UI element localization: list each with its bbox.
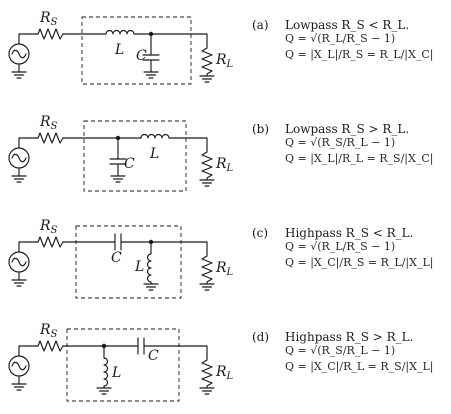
panel-tag: (d)	[252, 330, 270, 344]
resistor-rl	[199, 359, 215, 395]
voltage-source	[8, 355, 30, 377]
q-formula: Q = √(R_L/R_S − 1)	[285, 32, 396, 45]
resistor-rs	[37, 132, 64, 144]
label-c: C	[148, 348, 159, 364]
circuit-a-schematic	[8, 16, 215, 85]
circuit-d: RS L C RL	[0, 312, 250, 412]
source-ground	[11, 375, 27, 391]
source-ground	[11, 63, 27, 79]
label-c: C	[111, 250, 122, 266]
inductor-l	[143, 241, 159, 291]
resistor-rl	[199, 255, 215, 291]
label-rl: RL	[216, 156, 234, 174]
label-rs: RS	[40, 322, 58, 340]
capacitor-c	[114, 233, 122, 251]
top-wire	[18, 137, 208, 153]
capacitor-c	[137, 337, 145, 355]
inductor-l	[140, 133, 170, 139]
panel-tag: (b)	[252, 122, 270, 136]
resistor-rs	[37, 236, 64, 248]
label-l: L	[115, 42, 125, 58]
label-c: C	[124, 156, 135, 172]
q-formula: Q = √(R_S/R_L − 1)	[285, 344, 396, 357]
label-rs: RS	[40, 114, 58, 132]
q-formula: Q = √(R_S/R_L − 1)	[285, 136, 396, 149]
panel-tag: (a)	[252, 18, 269, 32]
panel-a: RS L C RL (a) Lowpass R_S < R_L. Q = √(R…	[0, 0, 451, 100]
voltage-source	[8, 251, 30, 273]
q-formula: Q = √(R_L/R_S − 1)	[285, 240, 396, 253]
q-relation: Q = |X_C|/R_L = R_S/|X_L|	[285, 360, 434, 373]
panel-c: RS C L RL (c) Highpass R_S < R_L. Q = √(…	[0, 208, 451, 308]
inductor-l	[105, 29, 135, 35]
panel-title: Highpass R_S < R_L.	[285, 226, 414, 240]
label-rl: RL	[216, 260, 234, 278]
circuit-d-schematic	[8, 328, 215, 402]
circuit-b-schematic	[8, 120, 215, 192]
panel-d: RS L C RL (d) Highpass R_S > R_L. Q = √(…	[0, 312, 451, 412]
voltage-source	[8, 43, 30, 65]
matching-network-box	[75, 225, 182, 299]
capacitor-c	[109, 137, 127, 183]
top-wire	[18, 345, 208, 361]
label-l: L	[112, 365, 122, 381]
circuit-c: RS C L RL	[0, 208, 250, 308]
source-ground	[11, 271, 27, 287]
source-ground	[11, 167, 27, 183]
matching-network-box	[83, 120, 187, 192]
resistor-rl	[199, 151, 215, 187]
resistor-rs	[37, 28, 64, 40]
capacitor-c	[142, 33, 160, 79]
label-l: L	[135, 259, 145, 275]
label-c: C	[136, 48, 147, 64]
top-wire	[18, 33, 208, 49]
resistor-rs	[37, 340, 64, 352]
q-relation: Q = |X_L|/R_L = R_S/|X_C|	[285, 152, 434, 165]
label-l: L	[150, 146, 160, 162]
inductor-l	[96, 345, 112, 395]
panel-title: Lowpass R_S > R_L.	[285, 122, 410, 136]
q-relation: Q = |X_L|/R_S = R_L/|X_C|	[285, 48, 434, 61]
q-relation: Q = |X_C|/R_S = R_L/|X_L|	[285, 256, 434, 269]
label-rs: RS	[40, 218, 58, 236]
circuit-c-schematic	[8, 225, 215, 299]
voltage-source	[8, 147, 30, 169]
panel-title: Lowpass R_S < R_L.	[285, 18, 410, 32]
panel-tag: (c)	[252, 226, 269, 240]
label-rs: RS	[40, 10, 58, 28]
circuit-a: RS L C RL	[0, 0, 250, 100]
matching-network-box	[81, 16, 192, 85]
panel-title: Highpass R_S > R_L.	[285, 330, 414, 344]
resistor-rl	[199, 47, 215, 83]
label-rl: RL	[216, 364, 234, 382]
panel-b: RS C L RL (b) Lowpass R_S > R_L. Q = √(R…	[0, 104, 451, 204]
label-rl: RL	[216, 52, 234, 70]
circuit-b: RS C L RL	[0, 104, 250, 204]
matching-network-box	[66, 328, 180, 402]
